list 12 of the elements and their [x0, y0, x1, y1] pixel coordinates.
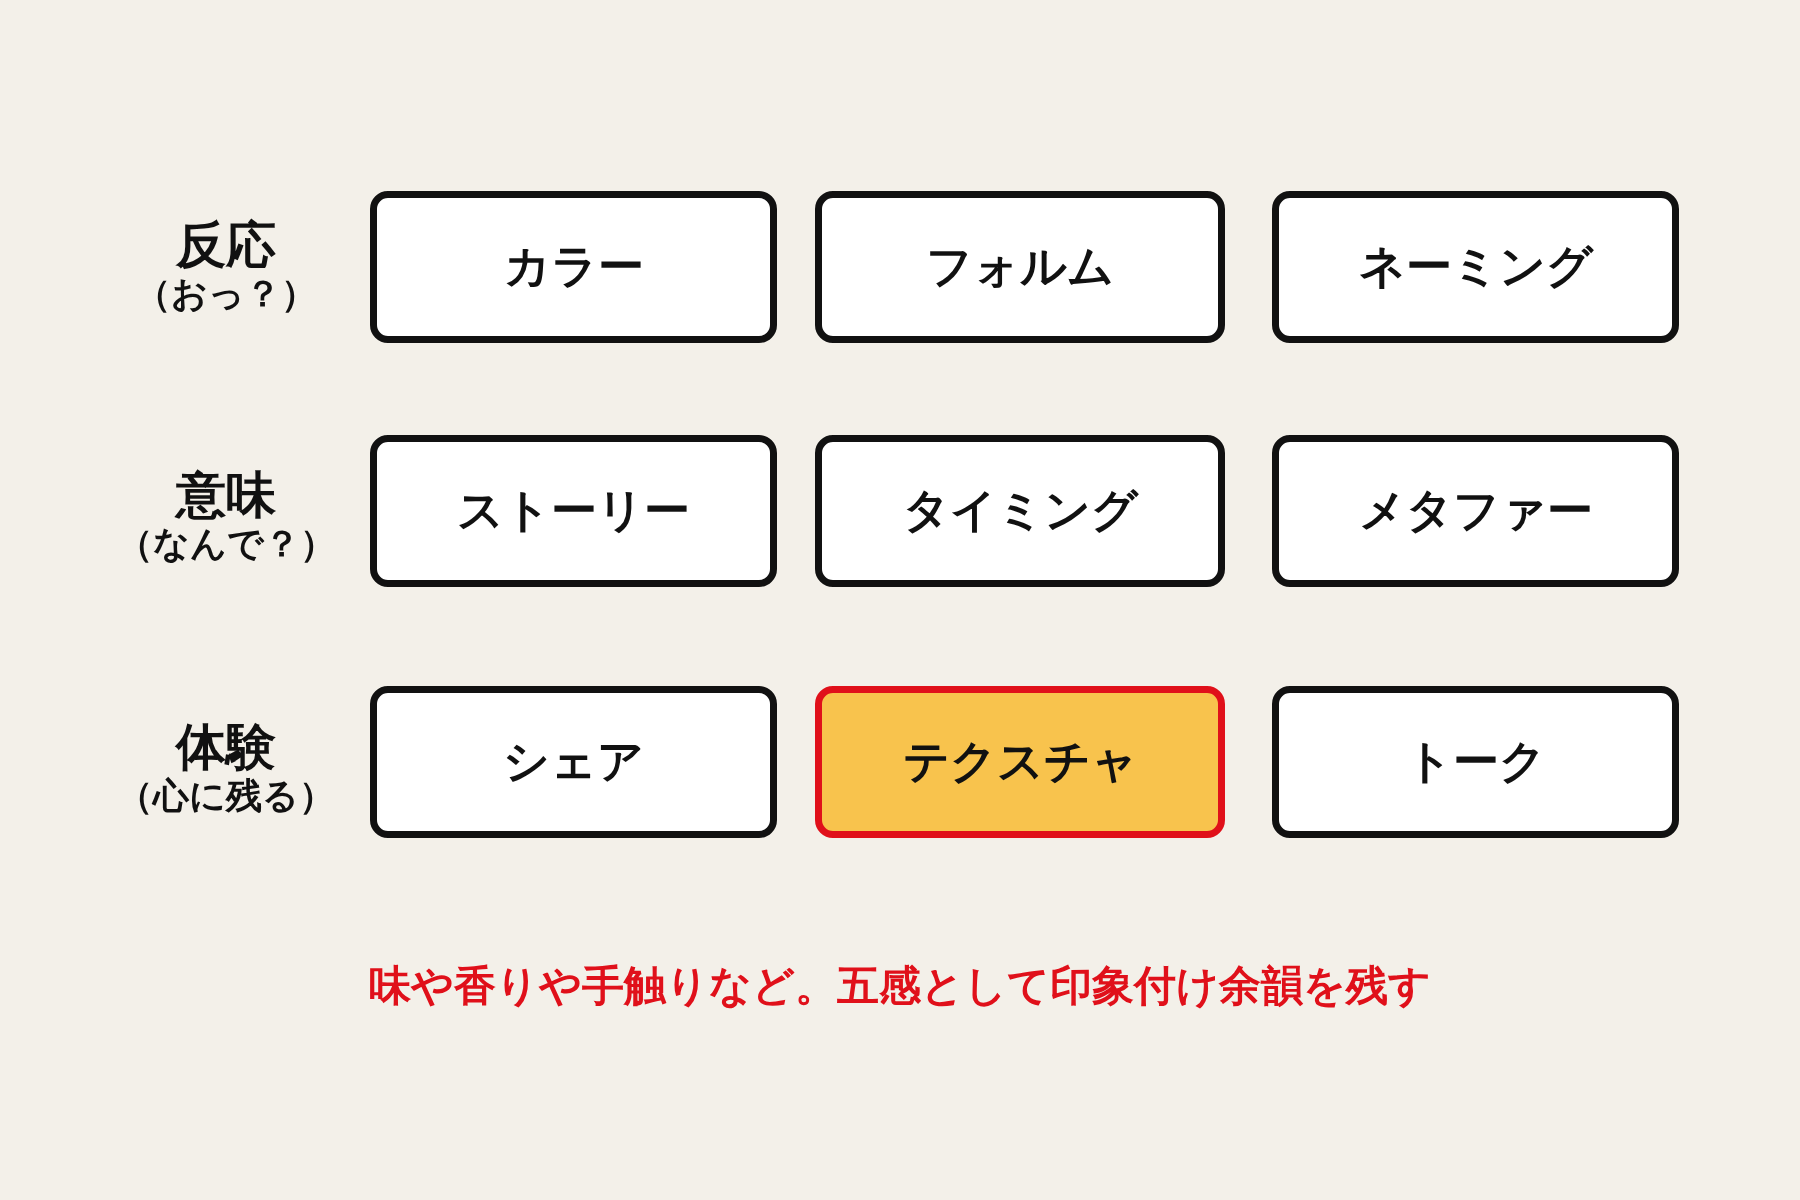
- keyword-box: タイミング: [815, 435, 1225, 587]
- row-subheading: （心に残る）: [117, 774, 335, 818]
- keyword-box: トーク: [1272, 686, 1679, 838]
- keyword-box: ストーリー: [370, 435, 777, 587]
- keyword-box: ネーミング: [1272, 191, 1679, 343]
- row-heading: 体験: [176, 717, 276, 777]
- keyword-box: シェア: [370, 686, 777, 838]
- highlighted-box: テクスチャ: [815, 686, 1225, 838]
- keyword-box: カラー: [370, 191, 777, 343]
- caption: 味や香りや手触りなど。五感として印象付け余韻を残す: [368, 960, 1432, 1012]
- keyword-box: フォルム: [815, 191, 1225, 343]
- keyword-box: メタファー: [1272, 435, 1679, 587]
